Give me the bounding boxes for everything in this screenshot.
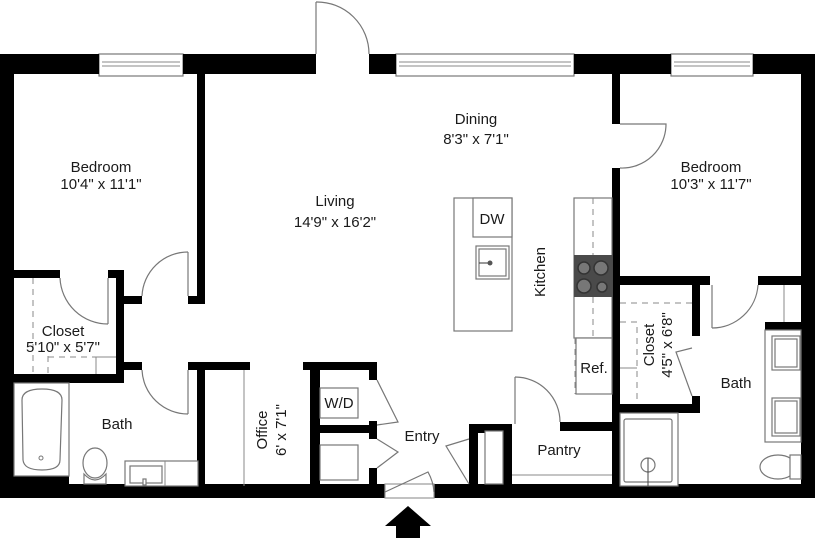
room-dims: 10'4" x 11'1"	[60, 176, 141, 193]
room-entry: Entry	[404, 428, 440, 445]
room-office: Office 6' x 7'1"	[254, 404, 290, 456]
vanity-left-icon	[124, 460, 199, 487]
window-bedroom-left	[98, 53, 184, 77]
door-closet-right[interactable]	[675, 347, 693, 397]
interior-walls	[14, 74, 801, 486]
door-laundry-upper[interactable]	[376, 379, 399, 426]
room-name: Dining	[455, 111, 498, 128]
room-name: Bedroom	[71, 159, 132, 176]
room-bedroom-right: Bedroom 10'3" x 11'7"	[670, 159, 751, 193]
washer-dryer-label: W/D	[324, 395, 353, 412]
room-living: Living 14'9" x 16'2"	[294, 193, 376, 231]
door-closet-left[interactable]	[59, 277, 109, 325]
stove-icon	[574, 255, 612, 297]
door-pantry[interactable]	[514, 376, 561, 424]
room-dims: 14'9" x 16'2"	[294, 214, 376, 231]
room-name: Office	[254, 411, 271, 450]
sink-icon	[475, 245, 510, 280]
door-laundry-lower[interactable]	[376, 438, 400, 469]
exterior-walls	[0, 54, 815, 498]
door-bedroom-right[interactable]	[619, 123, 667, 169]
kitchen-island	[453, 197, 513, 332]
room-dining: Dining 8'3" x 7'1"	[443, 111, 509, 148]
washer-dryer	[319, 387, 359, 481]
room-name: Kitchen	[532, 247, 549, 297]
shower-icon	[619, 412, 679, 487]
room-name: Closet	[641, 323, 658, 366]
room-dims: 5'10" x 5'7"	[26, 339, 100, 356]
balcony-door[interactable]	[315, 1, 370, 55]
door-bath-right[interactable]	[711, 284, 759, 329]
room-dims: 8'3" x 7'1"	[443, 131, 509, 148]
toilet-right-icon	[759, 454, 802, 480]
bathtub-icon	[13, 382, 70, 477]
door-bedroom-left[interactable]	[141, 251, 189, 297]
door-entry-closet[interactable]	[445, 438, 470, 485]
toilet-left-icon	[82, 447, 108, 485]
room-closet-left: Closet 5'10" x 5'7"	[26, 323, 100, 356]
window-bedroom-right	[670, 53, 754, 77]
room-name: Closet	[42, 323, 85, 340]
room-closet-right: Closet 4'5" x 6'8"	[641, 312, 676, 378]
entry-closet-shelf	[484, 430, 504, 485]
door-bath-left[interactable]	[141, 369, 189, 415]
room-name: Bath	[721, 375, 752, 392]
room-name: Bedroom	[681, 159, 742, 176]
closet-right-shelving	[620, 302, 692, 404]
dishwasher-label: DW	[480, 211, 506, 228]
room-dims: 6' x 7'1"	[273, 404, 290, 456]
front-door[interactable]	[384, 471, 435, 499]
room-name: Bath	[102, 416, 133, 433]
room-dims: 4'5" x 6'8"	[659, 312, 676, 378]
refrigerator-label: Ref.	[580, 360, 608, 377]
room-name: Pantry	[537, 442, 581, 459]
vanity-right	[764, 285, 802, 443]
room-dims: 10'3" x 11'7"	[670, 176, 751, 193]
room-name: Entry	[404, 428, 440, 445]
window-dining	[395, 53, 575, 77]
room-bath-right: Bath	[721, 375, 752, 392]
closet-left-shelving	[32, 278, 116, 374]
room-name: Living	[315, 193, 354, 210]
entrance-arrow-icon	[385, 506, 431, 538]
room-bedroom-left: Bedroom 10'4" x 11'1"	[60, 159, 141, 193]
room-kitchen: Kitchen	[532, 247, 549, 297]
room-pantry: Pantry	[537, 442, 581, 459]
room-bath-left: Bath	[102, 416, 133, 433]
